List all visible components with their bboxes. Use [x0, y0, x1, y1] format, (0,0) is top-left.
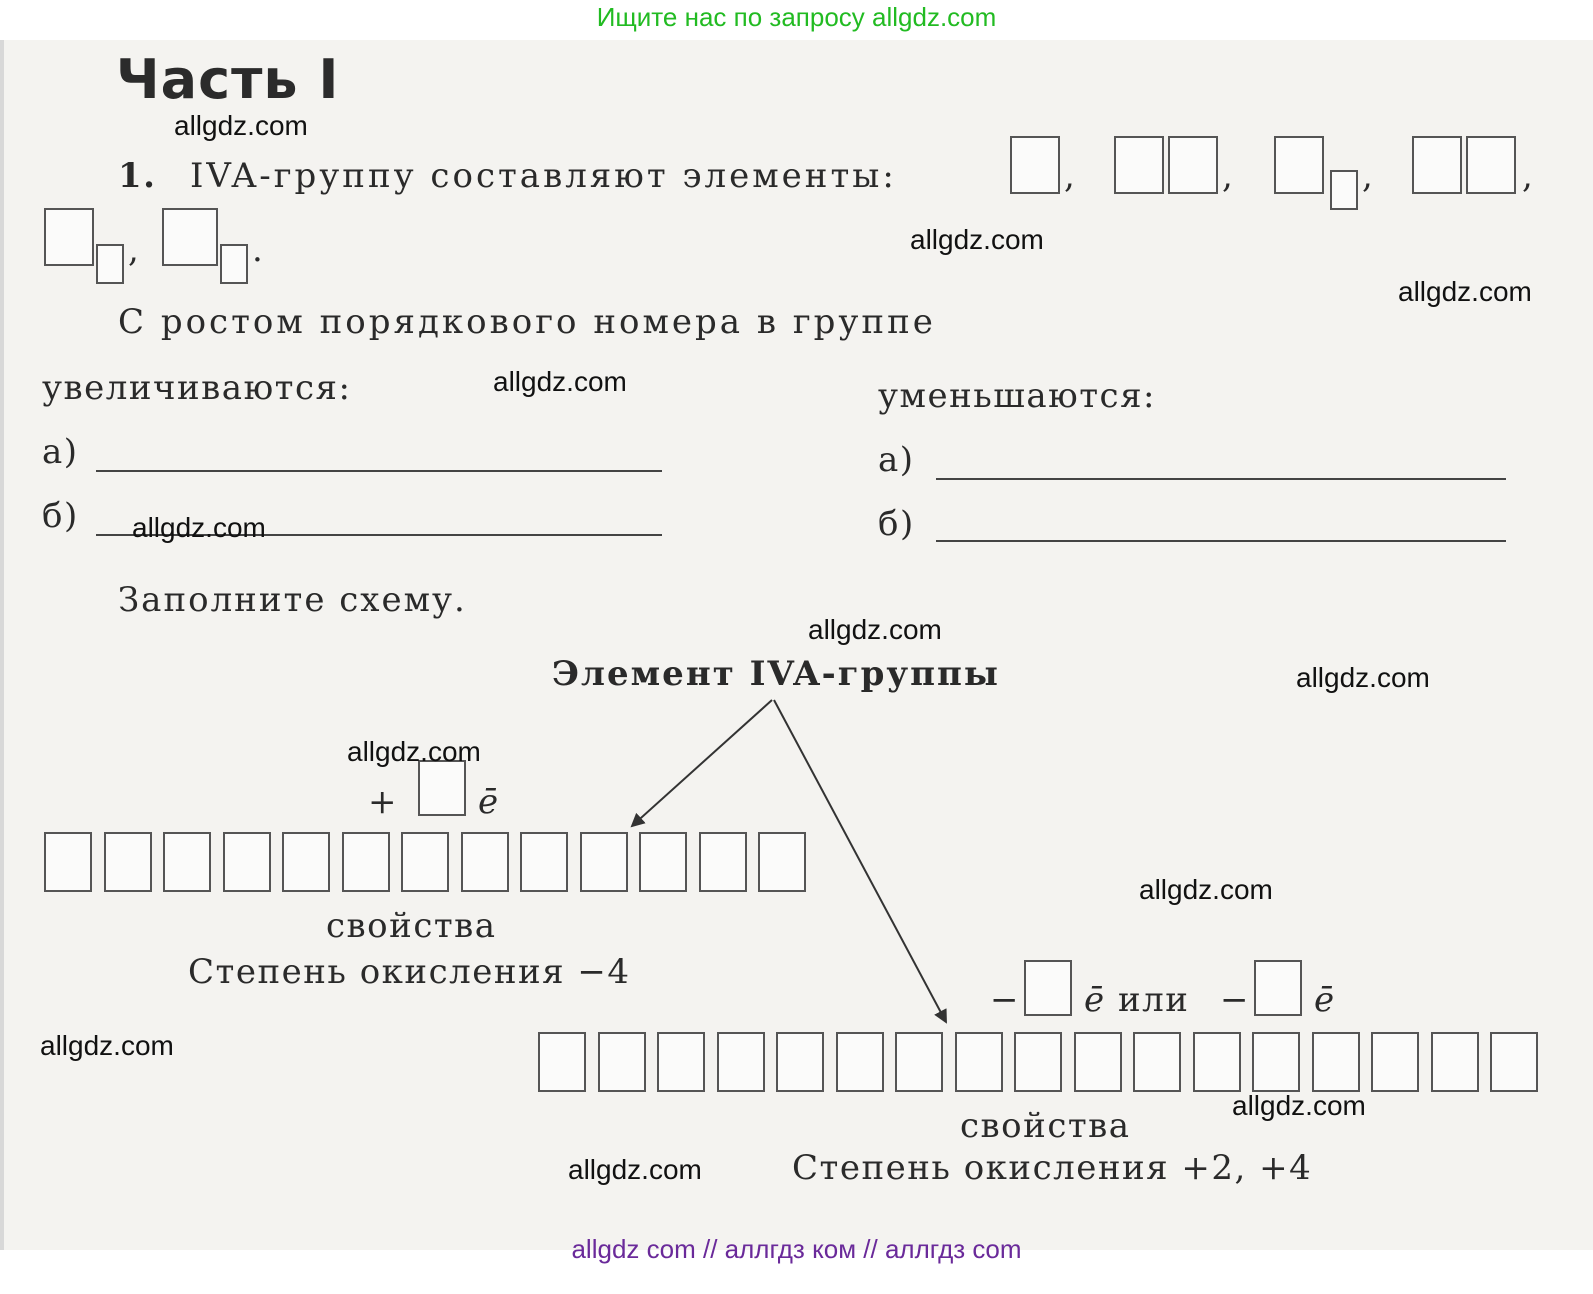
letter-box[interactable] — [401, 832, 449, 892]
top-banner[interactable]: Ищите нас по запросу allgdz.com — [596, 2, 997, 32]
increase-label: увеличиваются: — [42, 368, 352, 408]
comma: , — [1522, 156, 1535, 196]
left-plus-sign: + — [368, 782, 398, 822]
scheme-root: Элемент IVA-группы — [552, 654, 1000, 694]
comma: , — [1222, 156, 1235, 196]
bottom-banner[interactable]: allgdz com // аллгдз ком // аллгдз com — [571, 1234, 1022, 1264]
answer-subbox[interactable] — [1330, 170, 1358, 210]
letter-box[interactable] — [639, 832, 687, 892]
increase-item-a-label: а) — [42, 432, 79, 472]
letter-box[interactable] — [460, 832, 509, 892]
workbook-page: Часть I 1. IVA-группу составляют элемент… — [0, 40, 1593, 1250]
arrow-right — [773, 699, 947, 1024]
decrease-item-a-label: а) — [878, 440, 915, 480]
letter-box[interactable] — [282, 832, 330, 892]
answer-box[interactable] — [1168, 136, 1218, 194]
letter-box[interactable] — [597, 1032, 646, 1092]
letter-box[interactable] — [716, 1032, 765, 1092]
comma: , — [1064, 156, 1077, 196]
right-electron-count-box-2[interactable] — [1254, 960, 1302, 1016]
right-electron-symbol-2: ē — [1314, 980, 1336, 1020]
trend-intro: С ростом порядкового номера в группе — [118, 302, 936, 342]
letter-box[interactable] — [1371, 1032, 1419, 1092]
letter-box[interactable] — [776, 1032, 824, 1092]
letter-box[interactable] — [758, 832, 806, 892]
scheme-instruction: Заполните схему. — [118, 580, 467, 620]
answer-box[interactable] — [1274, 136, 1324, 194]
watermark: allgdz.com — [910, 224, 1044, 255]
left-oxidation-state: Степень окисления −4 — [188, 952, 631, 992]
question-text: IVA-группу составляют элементы: — [190, 156, 897, 196]
watermark: allgdz.com — [1398, 276, 1532, 307]
letter-box[interactable] — [1014, 1032, 1062, 1092]
letter-box[interactable] — [835, 1032, 884, 1092]
comma: , — [1362, 156, 1375, 196]
answer-box[interactable] — [44, 208, 94, 266]
answer-subbox[interactable] — [96, 244, 124, 284]
part-title: Часть I — [116, 48, 340, 111]
letter-box[interactable] — [341, 832, 390, 892]
increase-item-b-label: б) — [42, 496, 79, 536]
letter-box[interactable] — [520, 832, 568, 892]
comma: , — [128, 230, 141, 270]
arrow-left — [630, 699, 773, 828]
or-text: или — [1118, 980, 1190, 1020]
answer-box[interactable] — [1412, 136, 1462, 194]
decrease-item-b-label: б) — [878, 504, 915, 544]
letter-box[interactable] — [1192, 1032, 1241, 1092]
watermark: allgdz.com — [40, 1030, 174, 1061]
watermark: allgdz.com — [493, 366, 627, 397]
period: . — [252, 230, 265, 270]
letter-box[interactable] — [579, 832, 628, 892]
question-number: 1. — [118, 156, 157, 196]
letter-box[interactable] — [222, 832, 271, 892]
increase-answer-line-b[interactable] — [96, 534, 662, 536]
watermark: allgdz.com — [1296, 662, 1430, 693]
letter-box[interactable] — [538, 1032, 586, 1092]
answer-box[interactable] — [1466, 136, 1516, 194]
right-properties-label: свойства — [960, 1106, 1131, 1146]
letter-box[interactable] — [1430, 1032, 1479, 1092]
letter-box[interactable] — [1073, 1032, 1122, 1092]
decrease-answer-line-b[interactable] — [936, 540, 1506, 542]
answer-subbox[interactable] — [220, 244, 248, 284]
letter-box[interactable] — [1490, 1032, 1538, 1092]
letter-box[interactable] — [954, 1032, 1003, 1092]
left-electron-count-box[interactable] — [418, 760, 466, 816]
letter-box[interactable] — [163, 832, 211, 892]
left-electron-symbol: ē — [478, 782, 500, 822]
right-electron-count-box-1[interactable] — [1024, 960, 1072, 1016]
watermark: allgdz.com — [132, 512, 266, 543]
letter-box[interactable] — [1133, 1032, 1181, 1092]
letter-box[interactable] — [698, 832, 747, 892]
answer-box[interactable] — [162, 208, 218, 266]
scheme-arrows — [630, 699, 947, 1024]
right-minus-sign-2: − — [1220, 980, 1250, 1020]
letter-box[interactable] — [895, 1032, 943, 1092]
decrease-label: уменьшаются: — [878, 376, 1156, 416]
increase-answer-line-a[interactable] — [96, 470, 662, 472]
letter-box[interactable] — [1252, 1032, 1300, 1092]
letter-box[interactable] — [103, 832, 152, 892]
right-oxidation-state: Степень окисления +2, +4 — [792, 1148, 1313, 1188]
letter-box[interactable] — [657, 1032, 705, 1092]
watermark: allgdz.com — [568, 1154, 702, 1185]
left-properties-label: свойства — [326, 906, 497, 946]
watermark: allgdz.com — [1232, 1090, 1366, 1121]
decrease-answer-line-a[interactable] — [936, 478, 1506, 480]
right-minus-sign-1: − — [990, 980, 1020, 1020]
watermark: allgdz.com — [808, 614, 942, 645]
answer-box[interactable] — [1114, 136, 1164, 194]
right-electron-symbol-1: ē — [1084, 980, 1106, 1020]
letter-box[interactable] — [44, 832, 92, 892]
letter-box[interactable] — [1311, 1032, 1360, 1092]
watermark: allgdz.com — [1139, 874, 1273, 905]
answer-box[interactable] — [1010, 136, 1060, 194]
watermark: allgdz.com — [174, 110, 308, 141]
watermark: allgdz.com — [347, 736, 481, 767]
